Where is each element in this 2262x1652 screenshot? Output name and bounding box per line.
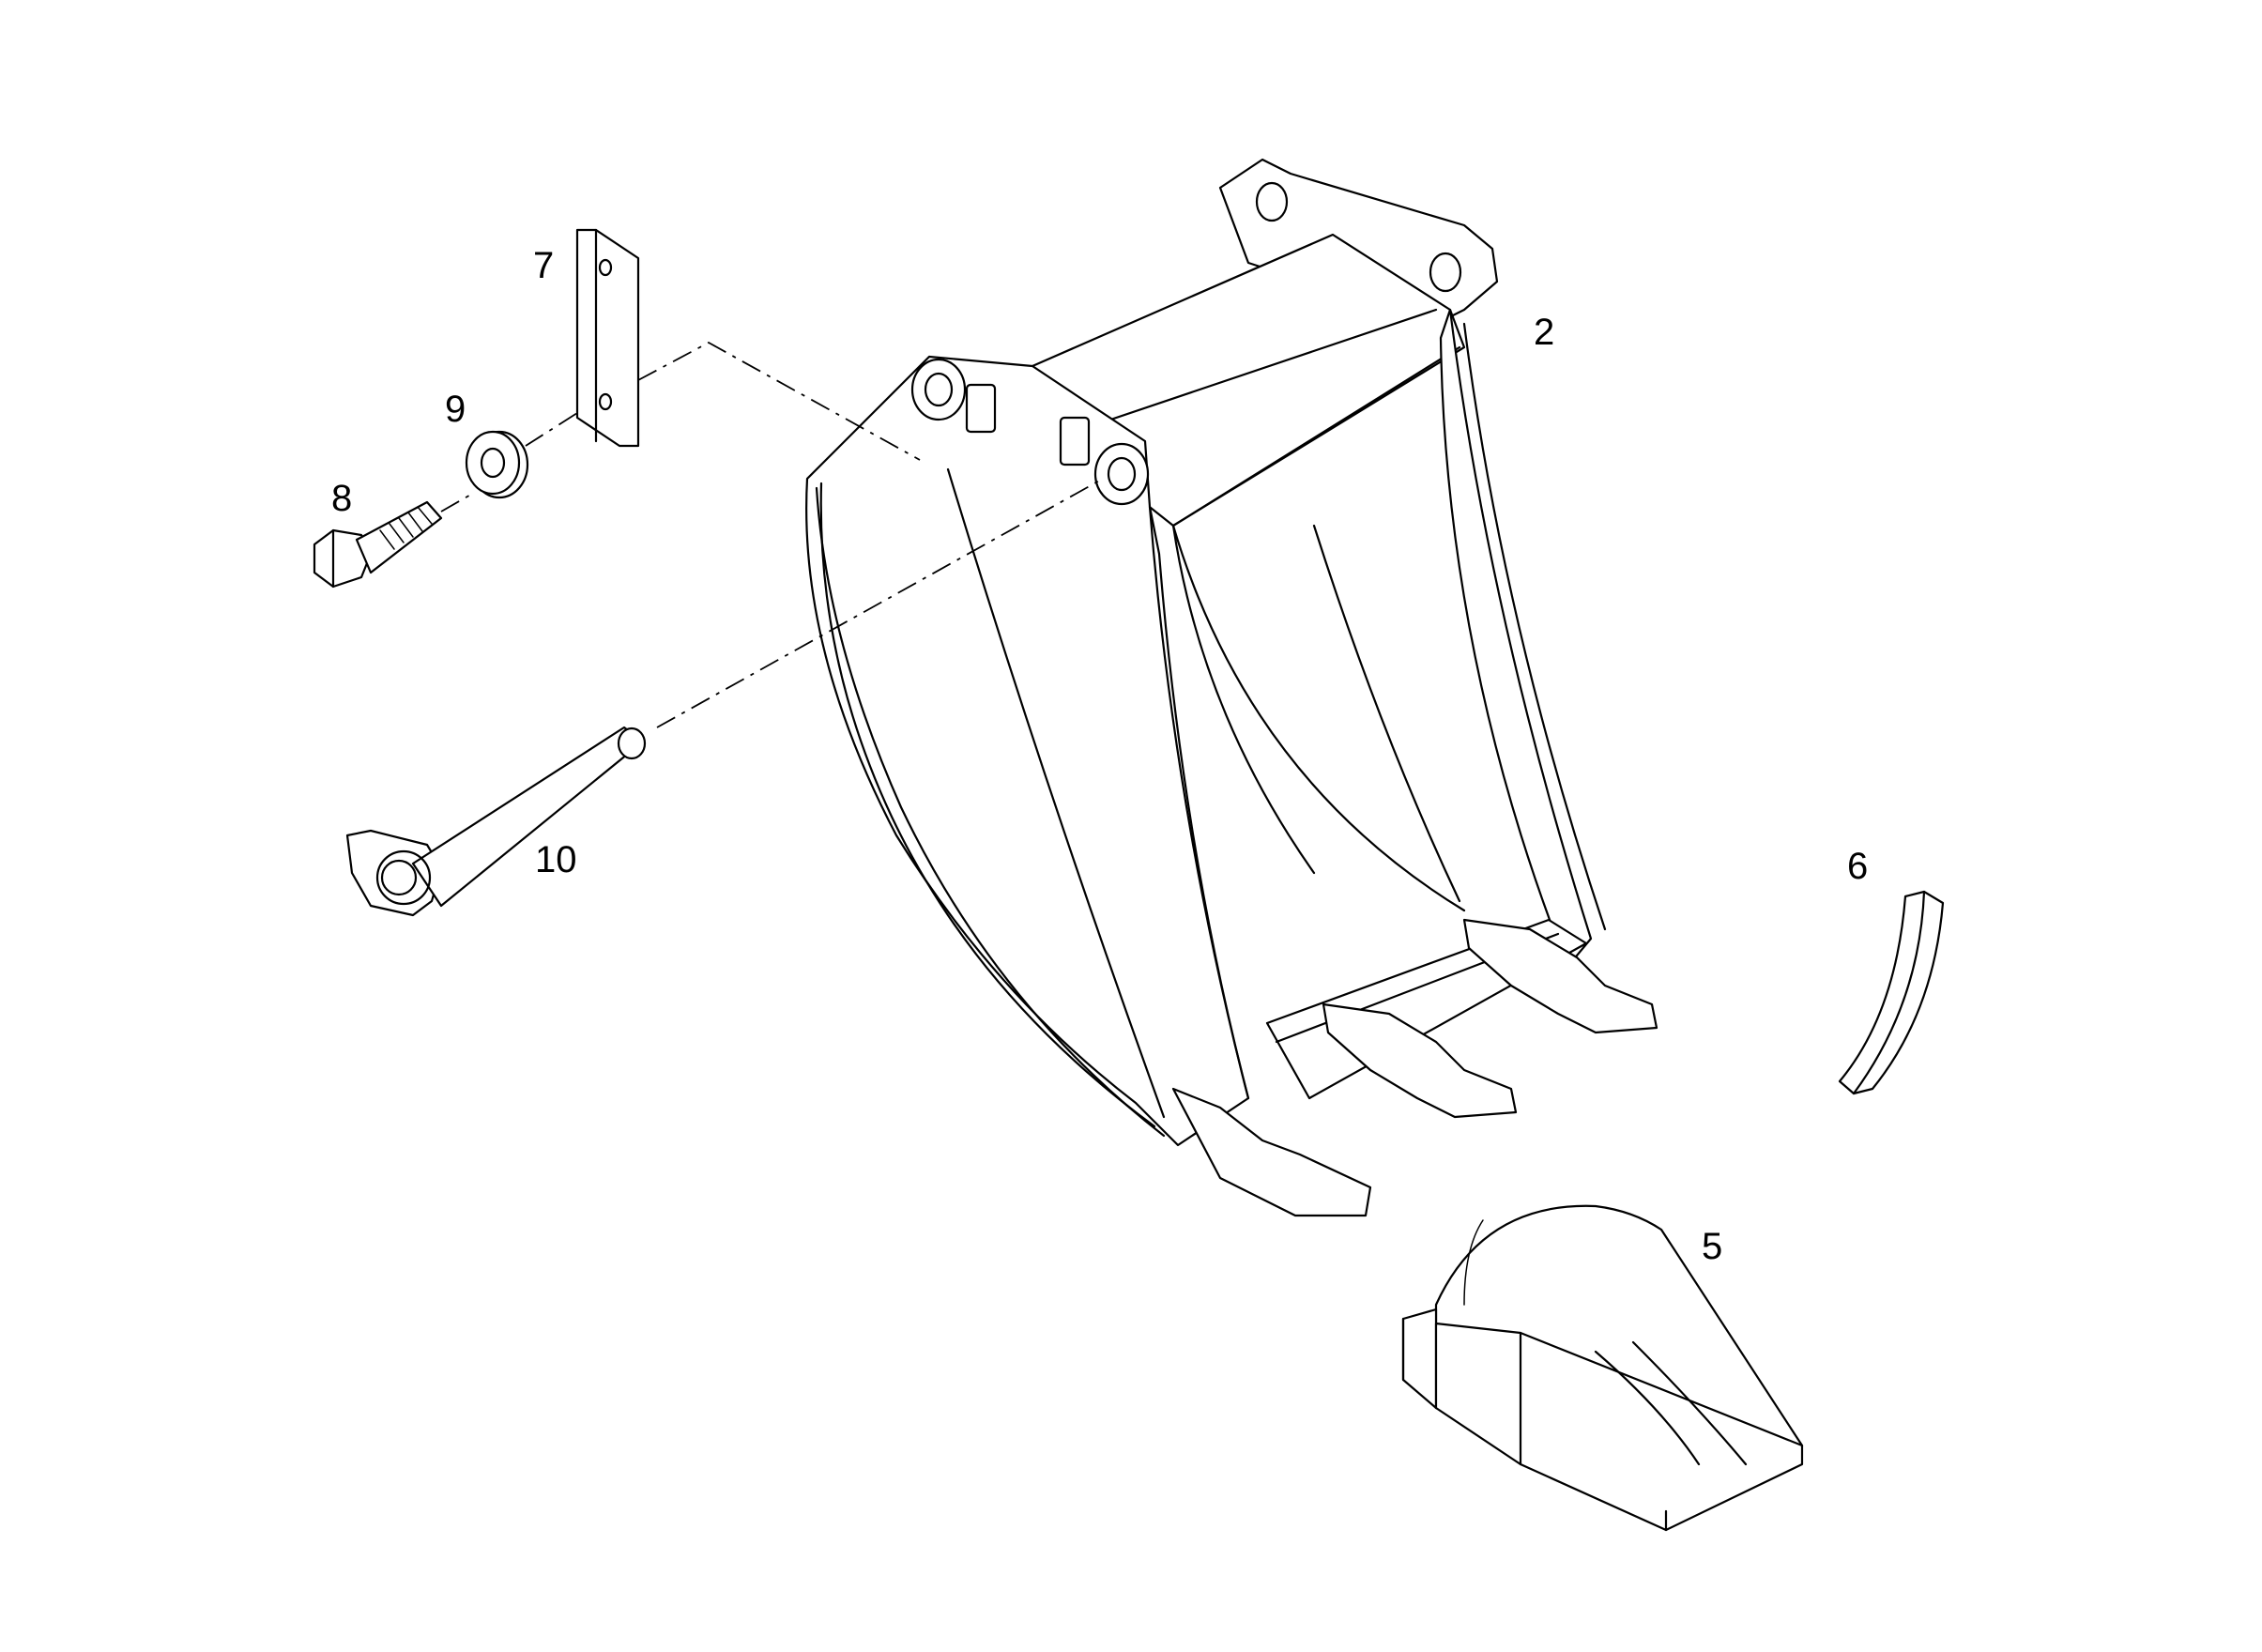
locking-plate-icon[interactable] [575,228,640,448]
callout-7: 7 [533,245,554,286]
callout-9: 9 [445,389,466,430]
washer-icon[interactable] [465,430,529,499]
callout-5: 5 [1702,1226,1722,1267]
callout-6: 6 [1847,846,1868,887]
assembly-centerlines [440,341,1104,728]
bucket-tooth-tip-icon[interactable] [1401,1204,1804,1532]
callout-8: 8 [331,478,352,519]
excavator-bucket-icon[interactable] [805,158,1658,1217]
hex-bolt-icon[interactable] [313,500,443,589]
bucket-pin-icon[interactable] [345,726,647,917]
callout-10: 10 [535,839,577,880]
callout-2: 2 [1534,312,1554,353]
retaining-pin-icon[interactable] [1838,890,1945,1095]
